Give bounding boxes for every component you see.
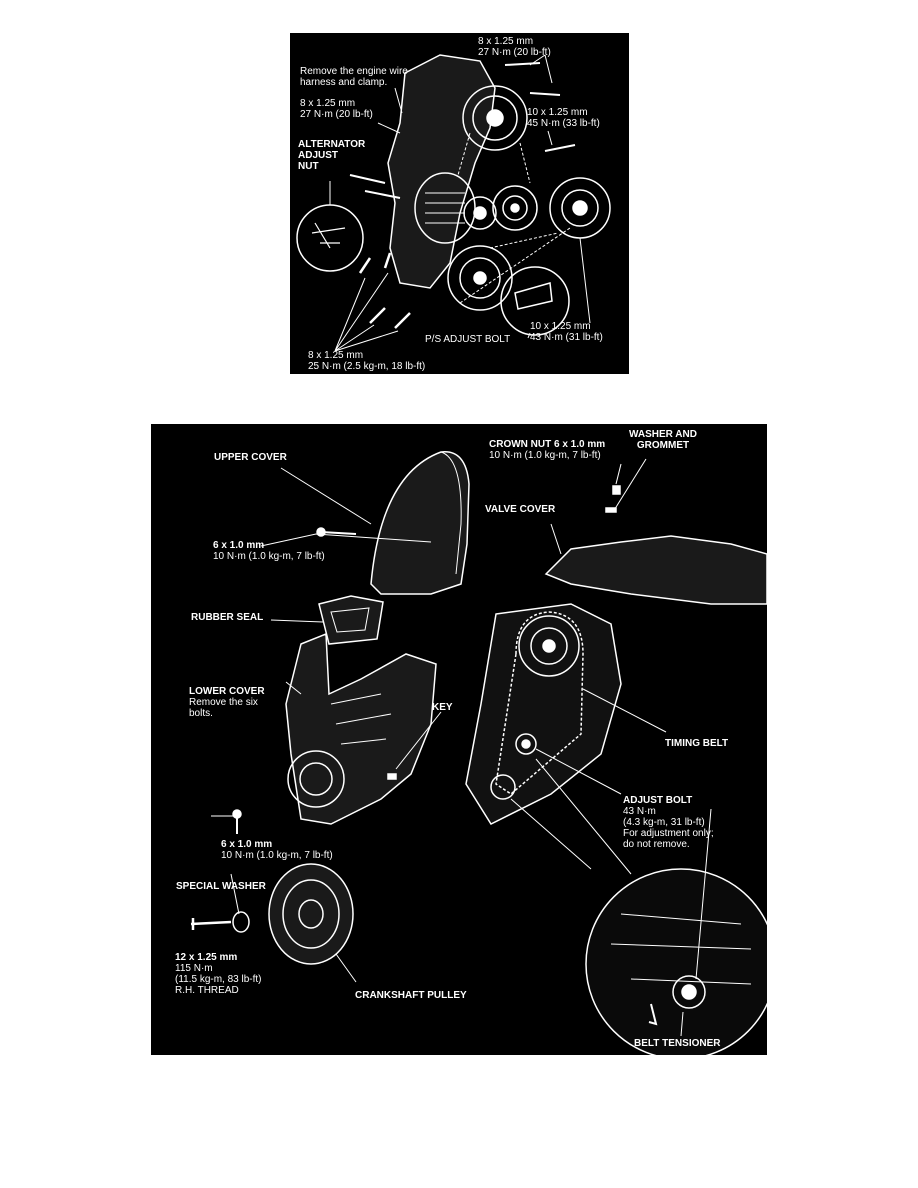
accessory-drive-illustration [296, 54, 611, 352]
power-steering-pulley [462, 85, 528, 151]
alternator-adjust-nut-label: ALTERNATOR ADJUST NUT [298, 139, 366, 172]
lower-cover-bolt-spec: 6 x 1.0 mm 10 N·m (1.0 kg-m, 7 lb-ft) [221, 839, 333, 861]
bolt-spec-right: 10 x 1.25 mm 45 N·m (33 lb-ft) [527, 107, 600, 129]
crown-nut-label: CROWN NUT 6 x 1.0 mm 10 N·m (1.0 kg-m, 7… [489, 439, 606, 461]
adjust-bolt-label: ADJUST BOLT 43 N·m (4.3 kg-m, 31 lb-ft) … [623, 795, 714, 850]
valve-cover [544, 535, 767, 605]
washer-grommet-label: WASHER AND GROMMET [629, 429, 697, 451]
rubber-seal [318, 595, 384, 645]
accessory-drive-diagram: 8 x 1.25 mm 27 N·m (20 lb-ft) Remove the… [290, 33, 629, 374]
belt-tensioner-label: BELT TENSIONER [634, 1038, 721, 1049]
crankshaft-bolt-spec: 12 x 1.25 mm 115 N·m (11.5 kg-m, 83 lb-f… [175, 952, 262, 996]
bolt-spec-top: 8 x 1.25 mm 27 N·m (20 lb-ft) [478, 36, 551, 58]
ps-adjust-detail [500, 266, 570, 336]
crankshaft-pulley [268, 863, 354, 965]
special-washer-label: SPECIAL WASHER [176, 881, 266, 892]
belt-tensioner-detail [585, 868, 767, 1055]
lower-cover [285, 632, 437, 825]
lower-cover-label: LOWER COVER Remove the six bolts. [189, 686, 265, 719]
upper-cover-label: UPPER COVER [214, 452, 287, 463]
ps-adjust-bolt-label: P/S ADJUST BOLT [425, 334, 511, 345]
camshaft-sprocket [518, 615, 580, 677]
alternator-adjust-detail [296, 204, 364, 272]
bolt-spec-bottom: 8 x 1.25 mm 25 N·m (2.5 kg-m, 18 lb-ft) [308, 350, 426, 372]
rubber-seal-label: RUBBER SEAL [191, 612, 264, 623]
harness-instruction: Remove the engine wire harness and clamp… [300, 66, 408, 88]
timing-belt-label: TIMING BELT [665, 738, 729, 749]
timing-belt-illustration [190, 451, 767, 1055]
bolt-spec-left: 8 x 1.25 mm 27 N·m (20 lb-ft) [300, 98, 373, 120]
upper-cover-bolt-spec: 6 x 1.0 mm 10 N·m (1.0 kg-m, 7 lb-ft) [213, 540, 325, 562]
timing-belt [495, 611, 584, 795]
bolt-spec-bottom-right: 10 x 1.25 mm 43 N·m (31 lb-ft) [530, 321, 603, 343]
upper-cover [370, 451, 470, 595]
key-label: KEY [432, 702, 453, 713]
valve-cover-label: VALVE COVER [485, 504, 556, 515]
alternator [414, 172, 476, 244]
crankshaft-pulley-label: CRANKSHAFT PULLEY [355, 990, 467, 1001]
timing-belt-diagram: CROWN NUT 6 x 1.0 mm 10 N·m (1.0 kg-m, 7… [151, 424, 767, 1055]
